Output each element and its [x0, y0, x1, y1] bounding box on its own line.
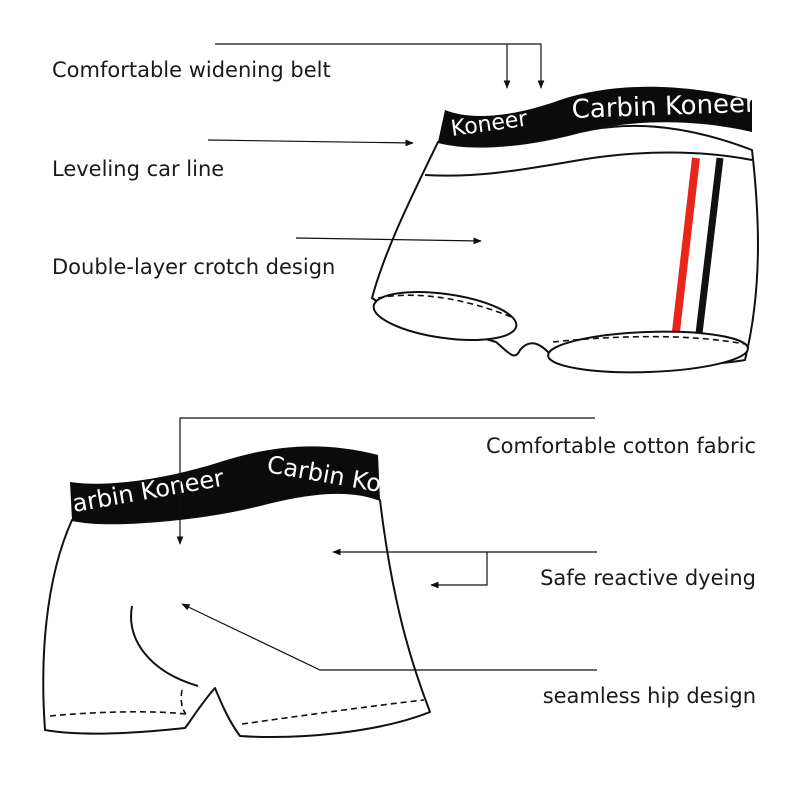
label-cotton: Comfortable cotton fabric	[486, 434, 756, 458]
shorts-front-illustration: Koneer Carbin Koneer	[371, 87, 758, 376]
dyeing-leader-b	[431, 552, 487, 585]
label-leveling-line: Leveling car line	[52, 157, 224, 181]
shorts-back-illustration: arbin Koneer Carbin Ko	[43, 446, 430, 737]
line-leader	[208, 140, 413, 143]
label-crotch: Double-layer crotch design	[52, 255, 335, 279]
label-belt: Comfortable widening belt	[52, 58, 331, 82]
shorts-back-body	[43, 493, 430, 737]
label-dyeing: Safe reactive dyeing	[540, 566, 756, 590]
label-hip: seamless hip design	[543, 684, 756, 708]
